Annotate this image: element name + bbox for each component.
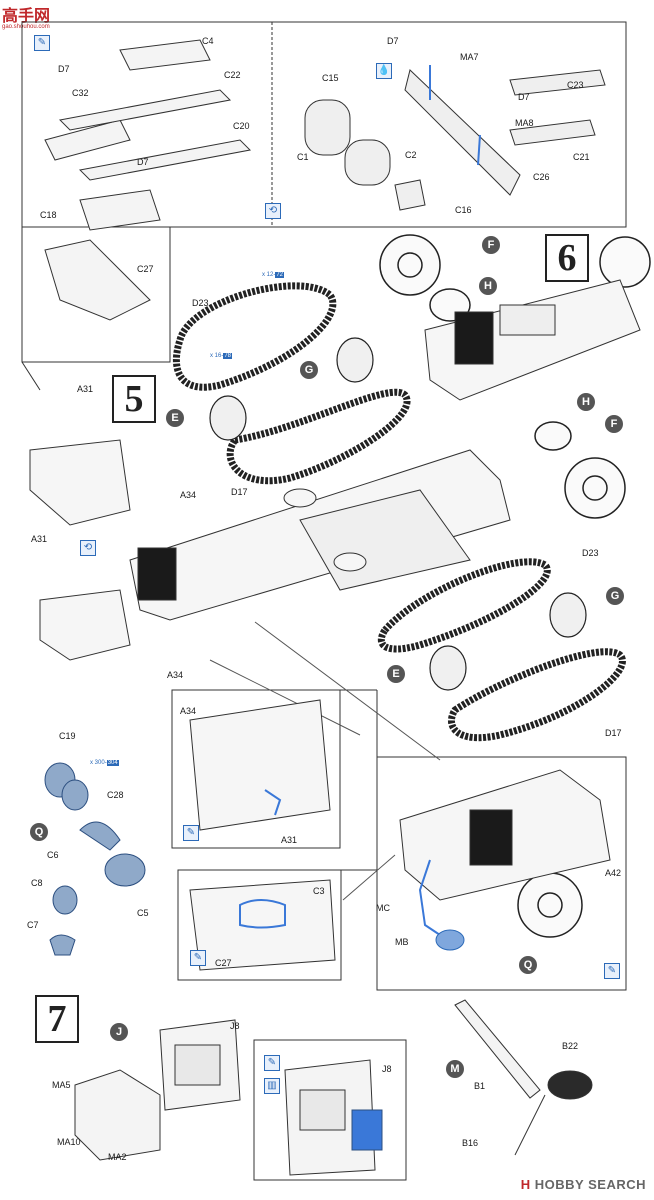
label-mb: MB — [395, 937, 409, 947]
bubble-h-right: H — [577, 393, 595, 411]
label-a34: A34 — [180, 706, 197, 716]
label-d7: D7 — [137, 157, 149, 167]
label-c16: C16 — [455, 205, 472, 215]
label-c28: C28 — [107, 790, 124, 800]
bubble-e-bottom: E — [387, 665, 405, 683]
label-c22: C22 — [224, 70, 241, 80]
bubble-q-right: Q — [519, 956, 537, 974]
rotate-icon: ⟲ — [80, 540, 96, 556]
label-d7: D7 — [58, 64, 70, 74]
logo-subtext: gao.shouhou.com — [2, 24, 50, 30]
paint-icon: ▥ — [264, 1078, 280, 1094]
label-ma10: MA10 — [57, 1137, 81, 1147]
track-link-count-top: x 12-72 — [262, 272, 285, 278]
glue-icon: ✎ — [264, 1055, 280, 1071]
label-c1: C1 — [297, 152, 309, 162]
rotate-icon: ⟲ — [265, 203, 281, 219]
label-c4: C4 — [202, 36, 214, 46]
label-ma5: MA5 — [52, 1080, 71, 1090]
paint-icon: 💧 — [376, 63, 392, 79]
brand-text: HOBBY SEARCH — [534, 1177, 646, 1192]
track-link-count-left: x 300-304 — [90, 760, 119, 766]
bubble-f-top: F — [482, 236, 500, 254]
label-c27: C27 — [137, 264, 154, 274]
label-c21: C21 — [573, 152, 590, 162]
brand-mark: H — [520, 1177, 531, 1192]
label-c18: C18 — [40, 210, 57, 220]
label-mc: MC — [376, 903, 390, 913]
label-a42: A42 — [605, 868, 622, 878]
label-d7: D7 — [387, 36, 399, 46]
label-a34: A34 — [180, 490, 197, 500]
label-ma8: MA8 — [515, 118, 534, 128]
label-b1: B1 — [474, 1081, 486, 1091]
label-c23: C23 — [567, 80, 584, 90]
label-d17: D17 — [231, 487, 248, 497]
bubble-j: J — [110, 1023, 128, 1041]
glue-icon: ✎ — [183, 825, 199, 841]
bubble-h-top: H — [479, 277, 497, 295]
detail-box-c3 — [177, 869, 342, 981]
label-j8: J8 — [382, 1064, 392, 1074]
label-c26: C26 — [533, 172, 550, 182]
bubble-e-top: E — [166, 409, 184, 427]
label-c5: C5 — [137, 908, 149, 918]
label-a31: A31 — [77, 384, 94, 394]
detail-box-a31 — [171, 689, 341, 849]
label-d23: D23 — [192, 298, 209, 308]
label-c7: C7 — [27, 920, 39, 930]
label-c19: C19 — [59, 731, 76, 741]
label-c32: C32 — [72, 88, 89, 98]
label-b22: B22 — [562, 1041, 579, 1051]
label-d17: D17 — [605, 728, 622, 738]
label-a31: A31 — [281, 835, 298, 845]
label-c3: C3 — [313, 886, 325, 896]
bubble-g-top: G — [300, 361, 318, 379]
label-d7: D7 — [518, 92, 530, 102]
glue-icon: ✎ — [604, 963, 620, 979]
label-c8: C8 — [31, 878, 43, 888]
label-c15: C15 — [322, 73, 339, 83]
logo-text: 高手网 — [2, 6, 51, 25]
label-c6: C6 — [47, 850, 59, 860]
detail-box-j8 — [253, 1039, 407, 1181]
site-logo: 高手网 gao.shouhou.com — [2, 2, 50, 30]
label-j8: J8 — [230, 1021, 240, 1031]
glue-icon: ✎ — [190, 950, 206, 966]
track-link-count-mid: x 16-78 — [210, 353, 233, 359]
bubble-g-bottom: G — [606, 587, 624, 605]
step-number-6: 6 — [545, 234, 589, 282]
hobby-search-watermark: H HOBBY SEARCH — [521, 1177, 646, 1192]
bubble-f-right: F — [605, 415, 623, 433]
label-d23: D23 — [582, 548, 599, 558]
label-ma2: MA2 — [108, 1152, 127, 1162]
label-a34: A34 — [167, 670, 184, 680]
step-number-7: 7 — [35, 995, 79, 1043]
bubble-m: M — [446, 1060, 464, 1078]
label-c2: C2 — [405, 150, 417, 160]
label-c27: C27 — [215, 958, 232, 968]
step-number-5: 5 — [112, 375, 156, 423]
label-ma7: MA7 — [460, 52, 479, 62]
label-b16: B16 — [462, 1138, 479, 1148]
bubble-q-left: Q — [30, 823, 48, 841]
glue-icon: ✎ — [34, 35, 50, 51]
label-c20: C20 — [233, 121, 250, 131]
label-a31: A31 — [31, 534, 48, 544]
